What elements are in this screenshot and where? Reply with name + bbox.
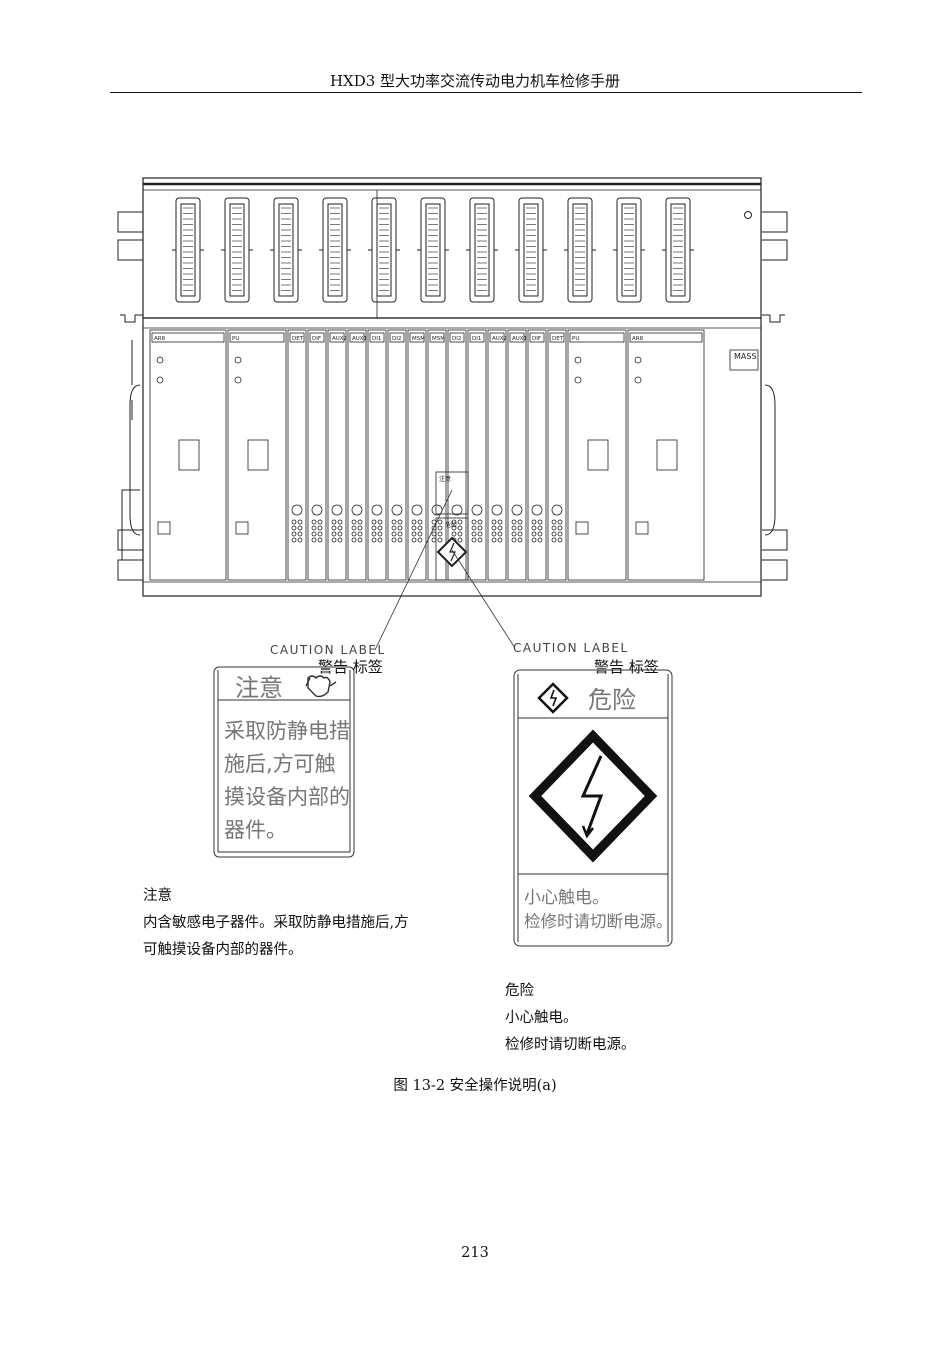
caution-note: 注意 内含敏感电子器件。采取防静电措施后,方 可触摸设备内部的器件。 — [143, 883, 409, 964]
danger-label-title: 危险 — [588, 686, 636, 714]
caution-label-line: 摸设备内部的 — [224, 785, 350, 809]
card-slot-label: AR8 — [632, 336, 644, 342]
caution-label-line: 施后,方可触 — [224, 752, 336, 776]
card-slot: AR8 — [627, 329, 705, 581]
equipment-rack-drawing: MASS AR8 PU DET DIF AUX2 AUX1 DI1 DI2 MSM MSM DI2 D… — [117, 177, 788, 947]
connector — [172, 197, 204, 303]
center-small-labels — [435, 471, 469, 581]
card-slot-label: DIF — [312, 336, 321, 342]
card-slot: DIF — [527, 329, 547, 581]
left-callout-english: CAUTION LABEL — [270, 643, 386, 657]
card-slot: AUX2 — [487, 329, 507, 581]
danger-note-line: 小心触电。 — [505, 1010, 578, 1026]
connector — [221, 197, 253, 303]
card-slot: DI1 — [467, 329, 487, 581]
card-slot-label: MSM — [412, 336, 425, 342]
caution-label-title: 注意 — [235, 674, 283, 702]
connector — [564, 197, 596, 303]
card-slot: PU — [227, 329, 287, 581]
card-slot: AUX1 — [507, 329, 527, 581]
caution-note-title: 注意 — [143, 888, 172, 904]
connector — [613, 197, 645, 303]
connector — [515, 197, 547, 303]
card-slot: AR8 — [149, 329, 227, 581]
card-slot-label: AUX1 — [512, 336, 527, 342]
card-slot-label: PU — [572, 336, 579, 342]
right-mount-bracket — [762, 211, 788, 581]
running-header: HXD3 型大功率交流传动电力机车检修手册 — [329, 72, 621, 90]
left-mount-bracket — [117, 211, 143, 581]
right-callout-english: CAUTION LABEL — [513, 641, 629, 655]
caution-label-line: 采取防静电措 — [224, 719, 350, 743]
connector-row — [172, 197, 694, 303]
card-slot: DI2 — [387, 329, 407, 581]
card-slot-label: PU — [232, 336, 239, 342]
card-slot: MSM — [427, 329, 447, 581]
danger-small-diamond-icon — [537, 682, 569, 714]
card-slot-label: DET — [552, 336, 564, 342]
small-caution-title: 注意 — [439, 475, 451, 483]
card-slot-label: DI1 — [472, 336, 481, 342]
connector — [270, 197, 302, 303]
card-slot: AUX1 — [347, 329, 367, 581]
caution-note-line: 可触摸设备内部的器件。 — [143, 942, 303, 958]
figure-caption: 图 13-2 安全操作说明(a) — [393, 1078, 557, 1094]
page-number: 213 — [461, 1245, 489, 1261]
danger-label-line: 小心触电。 — [524, 888, 609, 908]
danger-label-line: 检修时请切断电源。 — [524, 912, 673, 931]
connector — [417, 197, 449, 303]
caution-label-line: 器件。 — [224, 818, 287, 842]
caution-label-large — [213, 666, 355, 858]
caution-note-line: 内含敏感电子器件。采取防静电措施后,方 — [143, 915, 409, 931]
card-slot-label: DI1 — [372, 336, 381, 342]
card-slot: MSM — [407, 329, 427, 581]
card-slot-label: DIF — [532, 336, 541, 342]
connector — [319, 197, 351, 303]
card-slot: DET — [547, 329, 567, 581]
rack-upper-frame — [142, 177, 762, 319]
card-slot: DI1 — [367, 329, 387, 581]
esd-hand-icon — [305, 675, 337, 698]
danger-label-large — [513, 669, 673, 947]
card-slot-label: DI2 — [452, 336, 461, 342]
connector — [662, 197, 694, 303]
card-slot: PU — [567, 329, 627, 581]
card-slot-label: MSM — [432, 336, 445, 342]
danger-note: 危险 小心触电。 检修时请切断电源。 — [505, 978, 636, 1059]
right-callout-chinese: 警告 标签 — [594, 658, 659, 676]
danger-note-line: 检修时请切断电源。 — [505, 1037, 636, 1053]
card-slot-label: AR8 — [154, 336, 166, 342]
card-slot-label: AUX2 — [492, 336, 507, 342]
card-slot: DET — [287, 329, 307, 581]
card-slot-row: AR8 PU DET DIF AUX2 AUX1 DI1 DI2 MSM MSM DI2 DI1 AUX… — [149, 329, 705, 581]
danger-note-title: 危险 — [505, 983, 534, 999]
card-slot-label: AUX2 — [332, 336, 347, 342]
mass-label: MASS — [734, 352, 757, 361]
header-rule — [110, 92, 862, 93]
connector — [368, 197, 400, 303]
card-slot-label: DI2 — [392, 336, 401, 342]
card-slot: AUX2 — [327, 329, 347, 581]
card-slot: DIF — [307, 329, 327, 581]
card-slot-label: AUX1 — [352, 336, 367, 342]
high-voltage-warning-icon — [528, 729, 658, 863]
callout-leaders — [374, 489, 516, 651]
card-slot-label: DET — [292, 336, 304, 342]
connector — [466, 197, 498, 303]
rack-lower-frame — [142, 317, 762, 597]
small-danger-title: 危险 — [445, 521, 457, 529]
